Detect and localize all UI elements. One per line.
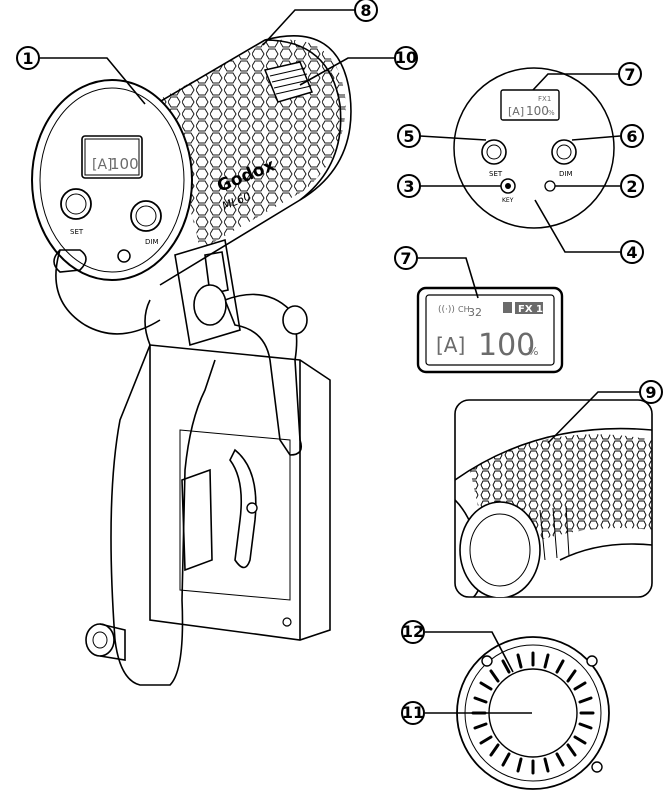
svg-text:10: 10 xyxy=(395,48,417,67)
callout-2: 2 xyxy=(620,174,644,198)
power-button[interactable] xyxy=(117,249,131,263)
battery-clip xyxy=(229,448,257,569)
mount-base-detail xyxy=(456,636,610,790)
lcd-fx: FX 1 xyxy=(518,304,543,315)
callout-12: 12 xyxy=(401,620,425,644)
side-peg xyxy=(53,249,87,273)
leader-6 xyxy=(571,135,621,141)
panel-lcd-fx: FX1 xyxy=(538,95,551,103)
lcd-unit: % xyxy=(528,345,538,358)
panel-lcd-mode: [A] xyxy=(508,105,524,118)
svg-text:8: 8 xyxy=(360,1,371,20)
svg-text:11: 11 xyxy=(402,703,424,722)
leader-10 xyxy=(299,57,395,86)
vent-detail xyxy=(454,399,653,598)
leader-9 xyxy=(547,391,640,444)
set-knob[interactable] xyxy=(60,188,92,220)
svg-text:2: 2 xyxy=(626,177,637,196)
set-knob-label: SET xyxy=(70,228,84,236)
callout-1: 1 xyxy=(16,46,40,70)
leader-lines xyxy=(40,9,640,714)
leader-7b xyxy=(418,257,479,299)
leader-1 xyxy=(40,57,146,105)
leader-8 xyxy=(262,9,355,46)
callout-7b: 7 xyxy=(394,246,418,270)
leader-12 xyxy=(425,631,514,673)
callout-6: 6 xyxy=(620,124,644,148)
callout-7a: 7 xyxy=(618,62,642,86)
handle-grip xyxy=(110,299,216,686)
svg-text:1: 1 xyxy=(22,49,33,68)
panel-dim-knob[interactable] xyxy=(551,139,577,165)
svg-text:4: 4 xyxy=(626,243,637,262)
lcd-channel: 32 xyxy=(468,306,482,319)
panel-key-label: KEY xyxy=(502,197,514,204)
lcd-signal-icon: ((·)) xyxy=(438,305,455,315)
leader-4 xyxy=(534,199,620,253)
panel-lcd-value: 100 xyxy=(526,104,549,118)
panel-set-label: SET xyxy=(489,170,503,178)
svg-text:9: 9 xyxy=(645,383,656,402)
callout-4: 4 xyxy=(620,240,644,264)
main-light-illustration: [A] 100 SET DIM Godox ML60 xyxy=(31,35,352,686)
grid-window xyxy=(263,61,314,103)
lcd-channel-prefix: CH xyxy=(458,305,470,314)
panel-lcd xyxy=(500,89,560,121)
strap xyxy=(181,468,213,572)
lcd-fx-badge xyxy=(515,302,543,314)
svg-text:12: 12 xyxy=(402,622,424,641)
panel-dim-label: DIM xyxy=(559,170,573,178)
leader-5 xyxy=(419,135,487,141)
svg-text:7: 7 xyxy=(400,249,411,268)
control-panel-detail: [A] 100 % FX1 SET DIM KEY xyxy=(453,67,615,229)
lcd-detail: ((·)) CH 32 FX 1 [A] 100 % xyxy=(416,286,564,374)
front-lcd-value: 100 xyxy=(110,155,139,173)
mount-bracket xyxy=(174,238,241,347)
svg-text:3: 3 xyxy=(403,177,414,196)
front-face xyxy=(31,79,193,281)
panel-lcd-unit: % xyxy=(548,109,555,117)
lcd-brightness: 100 xyxy=(478,328,535,363)
front-lcd xyxy=(81,135,143,179)
panel-outline xyxy=(453,67,615,229)
callout-8: 8 xyxy=(354,0,378,22)
front-lcd-mode: [A] xyxy=(92,157,113,173)
dim-knob-label: DIM xyxy=(145,238,159,246)
callouts: 1 8 10 7 5 6 3 2 4 7 9 12 11 xyxy=(16,0,663,725)
panel-power-button[interactable] xyxy=(544,180,556,192)
callout-3: 3 xyxy=(397,174,421,198)
svg-text:7: 7 xyxy=(624,65,635,84)
svg-text:5: 5 xyxy=(403,127,414,146)
callout-10: 10 xyxy=(394,46,418,70)
dim-knob[interactable] xyxy=(130,200,162,232)
svg-text:6: 6 xyxy=(626,127,637,146)
callout-5: 5 xyxy=(397,124,421,148)
leader-7a xyxy=(532,73,618,91)
lcd-mode: [A] xyxy=(436,333,465,357)
callout-9: 9 xyxy=(639,380,663,404)
panel-set-knob[interactable] xyxy=(481,139,507,165)
callout-11: 11 xyxy=(401,701,425,725)
